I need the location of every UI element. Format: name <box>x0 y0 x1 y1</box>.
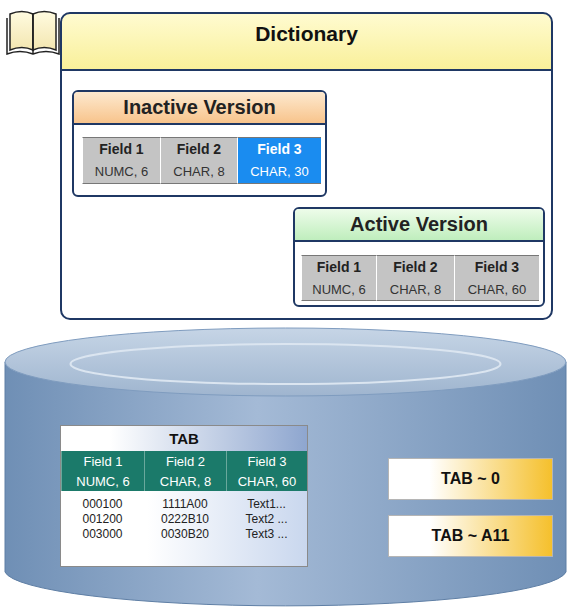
table-cell: 000100 <box>61 496 144 511</box>
node-title: TAB ~ 0 <box>389 459 552 499</box>
field-name: Field 2 <box>160 137 237 160</box>
column-type: NUMC, 6 <box>61 471 144 491</box>
field-type: CHAR, 8 <box>376 278 454 301</box>
field-name: Field 3 <box>454 255 539 278</box>
field-type: CHAR, 8 <box>160 160 237 184</box>
field-type: CHAR, 30 <box>237 160 321 184</box>
version-box: Inactive VersionField 1NUMC, 6Field 2CHA… <box>72 90 327 197</box>
table-cell: Text1... <box>226 496 307 511</box>
table-cell: 001200 <box>61 511 144 526</box>
cylinder-body <box>5 362 566 606</box>
node-title: Inactive Version <box>74 92 325 125</box>
node-title: TAB <box>61 426 307 451</box>
field-name: Field 2 <box>376 255 454 278</box>
table-cell: Text3 ... <box>226 526 307 541</box>
dictionary-box: DictionaryInactive VersionField 1NUMC, 6… <box>60 12 553 320</box>
table-cell: 0222B10 <box>144 511 226 526</box>
field-type: CHAR, 60 <box>454 278 539 301</box>
cylinder-top <box>5 328 566 396</box>
table-cell: 003000 <box>61 526 144 541</box>
column-name: Field 3 <box>226 451 307 471</box>
index-box: TAB ~ 0 <box>388 458 553 500</box>
cylinder-ring <box>71 344 501 384</box>
column-type: CHAR, 60 <box>226 471 307 491</box>
database-cylinder <box>5 328 566 606</box>
table-cell: Text2 ... <box>226 511 307 526</box>
column-type: CHAR, 8 <box>144 471 226 491</box>
database-table: TABField 1NUMC, 6Field 2CHAR, 8Field 3CH… <box>60 425 308 567</box>
book-page-left <box>10 12 33 51</box>
table-cell: 0030B20 <box>144 526 226 541</box>
field-name: Field 1 <box>301 255 376 278</box>
node-title: Dictionary <box>62 14 551 54</box>
table-cell: 1111A00 <box>144 496 226 511</box>
version-box: Active VersionField 1NUMC, 6Field 2CHAR,… <box>293 207 545 307</box>
field-name: Field 3 <box>237 137 321 160</box>
column-name: Field 1 <box>61 451 144 471</box>
book-icon <box>7 12 59 55</box>
column-name: Field 2 <box>144 451 226 471</box>
field-type: NUMC, 6 <box>301 278 376 301</box>
node-title: Active Version <box>295 209 543 242</box>
field-type: NUMC, 6 <box>82 160 160 184</box>
book-page-right <box>33 12 56 51</box>
node-title: TAB ~ A11 <box>389 516 552 556</box>
book-spine <box>32 14 34 54</box>
index-box: TAB ~ A11 <box>388 515 553 557</box>
field-name: Field 1 <box>82 137 160 160</box>
